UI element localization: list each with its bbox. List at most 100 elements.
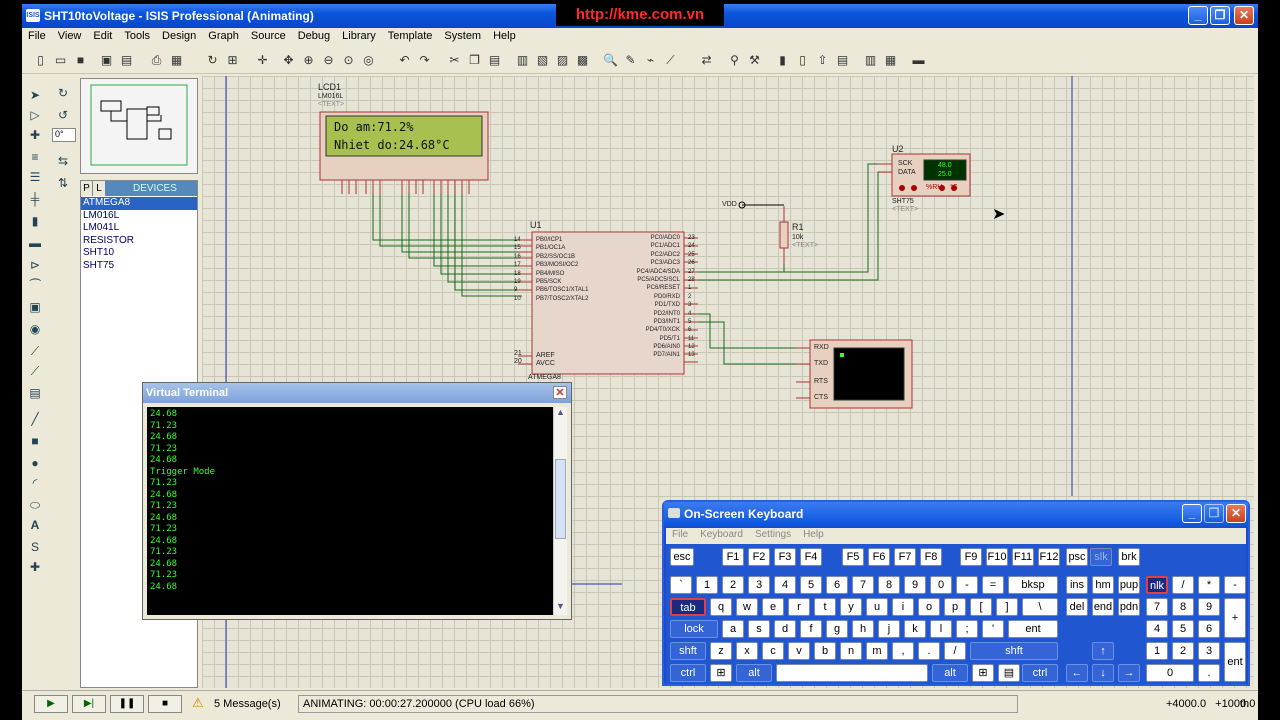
origin-icon[interactable]: ✛ — [257, 53, 268, 67]
key-sym[interactable]: - — [956, 576, 978, 594]
key-5[interactable]: 5 — [800, 576, 822, 594]
text-icon[interactable]: A — [30, 518, 40, 532]
terminal-scrollbar[interactable]: ▲ ▼ — [553, 407, 567, 615]
key-x[interactable]: x — [736, 642, 758, 660]
key-3[interactable]: 3 — [748, 576, 770, 594]
key-pup[interactable]: pup — [1118, 576, 1140, 594]
key-6[interactable]: 6 — [1198, 620, 1220, 638]
key-l[interactable]: l — [930, 620, 952, 638]
osk-menu-keyboard[interactable]: Keyboard — [700, 529, 743, 540]
subcircuit-icon[interactable]: ▮ — [31, 214, 39, 228]
path-icon[interactable]: ⬭ — [29, 498, 41, 512]
ares-icon[interactable]: ▬ — [912, 53, 925, 67]
key-2[interactable]: 2 — [1172, 642, 1194, 660]
package-tool-icon[interactable]: ⌁ — [646, 53, 655, 67]
line-icon[interactable]: ╱ — [31, 412, 39, 426]
key-enter[interactable]: ent — [1008, 620, 1058, 638]
key-f3[interactable]: F3 — [774, 548, 796, 566]
key-f5[interactable]: F5 — [842, 548, 864, 566]
zoom-in-icon[interactable]: ⊕ — [303, 53, 314, 67]
key-f4[interactable]: F4 — [800, 548, 822, 566]
key-sym[interactable]: . — [1198, 664, 1220, 682]
export-icon[interactable]: ▤ — [120, 53, 133, 67]
key-o[interactable]: o — [918, 598, 940, 616]
key-slk[interactable]: slk — [1090, 548, 1112, 566]
key-m[interactable]: m — [866, 642, 888, 660]
key-backspace[interactable]: bksp — [1008, 576, 1058, 594]
key-3[interactable]: 3 — [1198, 642, 1220, 660]
print-icon[interactable]: ⎙ — [151, 53, 162, 67]
play-button[interactable]: ▶ — [34, 695, 68, 713]
key-alt[interactable]: alt — [932, 664, 968, 682]
key-f[interactable]: f — [800, 620, 822, 638]
key-d[interactable]: d — [774, 620, 796, 638]
key-sym[interactable]: ` — [670, 576, 692, 594]
menu-system[interactable]: System — [444, 30, 482, 42]
key-sym[interactable]: / — [944, 642, 966, 660]
rotate-cw-icon[interactable]: ↻ — [57, 86, 69, 100]
menu-view[interactable]: View — [57, 30, 82, 42]
voltage-probe-icon[interactable]: ⟋ — [30, 344, 40, 358]
key-w[interactable]: w — [736, 598, 758, 616]
key-4[interactable]: 4 — [774, 576, 796, 594]
key-9[interactable]: 9 — [1198, 598, 1220, 616]
library-tab[interactable]: L — [93, 181, 105, 196]
close-button[interactable]: ✕ — [1234, 6, 1254, 25]
block-copy-icon[interactable]: ▥ — [516, 53, 529, 67]
key-caps-lock[interactable]: lock — [670, 620, 718, 638]
key-7[interactable]: 7 — [852, 576, 874, 594]
key-psc[interactable]: psc — [1066, 548, 1088, 566]
virtual-terminal-titlebar[interactable]: Virtual Terminal ✕ — [143, 383, 571, 403]
key-k[interactable]: k — [904, 620, 926, 638]
key-esc[interactable]: esc — [670, 548, 694, 566]
stop-button[interactable]: ■ — [148, 695, 182, 713]
rotation-field[interactable]: 0° — [52, 128, 76, 142]
key-f1[interactable]: F1 — [722, 548, 744, 566]
pick-device-tab[interactable]: P — [81, 181, 93, 196]
make-device-icon[interactable]: ✎ — [625, 53, 636, 67]
component-mode-icon[interactable]: ▷ — [30, 108, 40, 122]
key-sym[interactable]: . — [918, 642, 940, 660]
zoom-out-icon[interactable]: ⊖ — [323, 53, 334, 67]
menu-graph[interactable]: Graph — [208, 30, 239, 42]
current-probe-icon[interactable]: ⟋ — [30, 364, 40, 378]
zoom-all-icon[interactable]: ⊙ — [343, 53, 354, 67]
symbol-icon[interactable]: S — [30, 540, 39, 554]
device-item[interactable]: LM041L — [83, 222, 120, 233]
key-q[interactable]: q — [710, 598, 732, 616]
device-item[interactable]: RESISTOR — [83, 234, 134, 246]
electrical-check-icon[interactable]: ▥ — [864, 53, 877, 67]
mirror-y-icon[interactable]: ⇅ — [57, 176, 69, 190]
selection-mode-icon[interactable]: ➤ — [29, 88, 41, 102]
key-sym[interactable]: ; — [956, 620, 978, 638]
menu-help[interactable]: Help — [493, 30, 516, 42]
key-7[interactable]: 7 — [1146, 598, 1168, 616]
key-sym[interactable]: / — [1172, 576, 1194, 594]
scroll-down-icon[interactable]: ▼ — [556, 601, 565, 611]
pick-device-icon[interactable]: 🔍 — [603, 53, 618, 67]
key-8[interactable]: 8 — [878, 576, 900, 594]
mirror-x-icon[interactable]: ⇆ — [57, 154, 69, 168]
block-delete-icon[interactable]: ▩ — [576, 53, 589, 67]
key-sym[interactable]: + — [1224, 598, 1246, 638]
undo-icon[interactable]: ↶ — [399, 53, 410, 67]
key-y[interactable]: y — [840, 598, 862, 616]
key-f10[interactable]: F10 — [986, 548, 1008, 566]
device-pins-icon[interactable]: ⊳ — [29, 258, 41, 272]
maximize-button[interactable]: ❐ — [1210, 6, 1230, 25]
remove-sheet-icon[interactable]: ▯ — [799, 53, 806, 67]
key-enter[interactable]: ent — [1224, 642, 1246, 682]
device-item[interactable]: ATMEGA8 — [81, 197, 197, 210]
import-icon[interactable]: ▣ — [100, 53, 113, 67]
pause-button[interactable]: ❚❚ — [110, 695, 144, 713]
key-0[interactable]: 0 — [930, 576, 952, 594]
marker-icon[interactable]: ✚ — [29, 560, 41, 574]
device-item[interactable]: SHT10 — [83, 247, 115, 258]
scroll-up-icon[interactable]: ▲ — [556, 407, 565, 417]
pan-icon[interactable]: ✥ — [283, 53, 294, 67]
key-sym[interactable]: \ — [1022, 598, 1058, 616]
menu-source[interactable]: Source — [250, 30, 286, 42]
osk-minimize-button[interactable]: _ — [1182, 504, 1202, 523]
junction-icon[interactable]: ✚ — [29, 128, 41, 142]
